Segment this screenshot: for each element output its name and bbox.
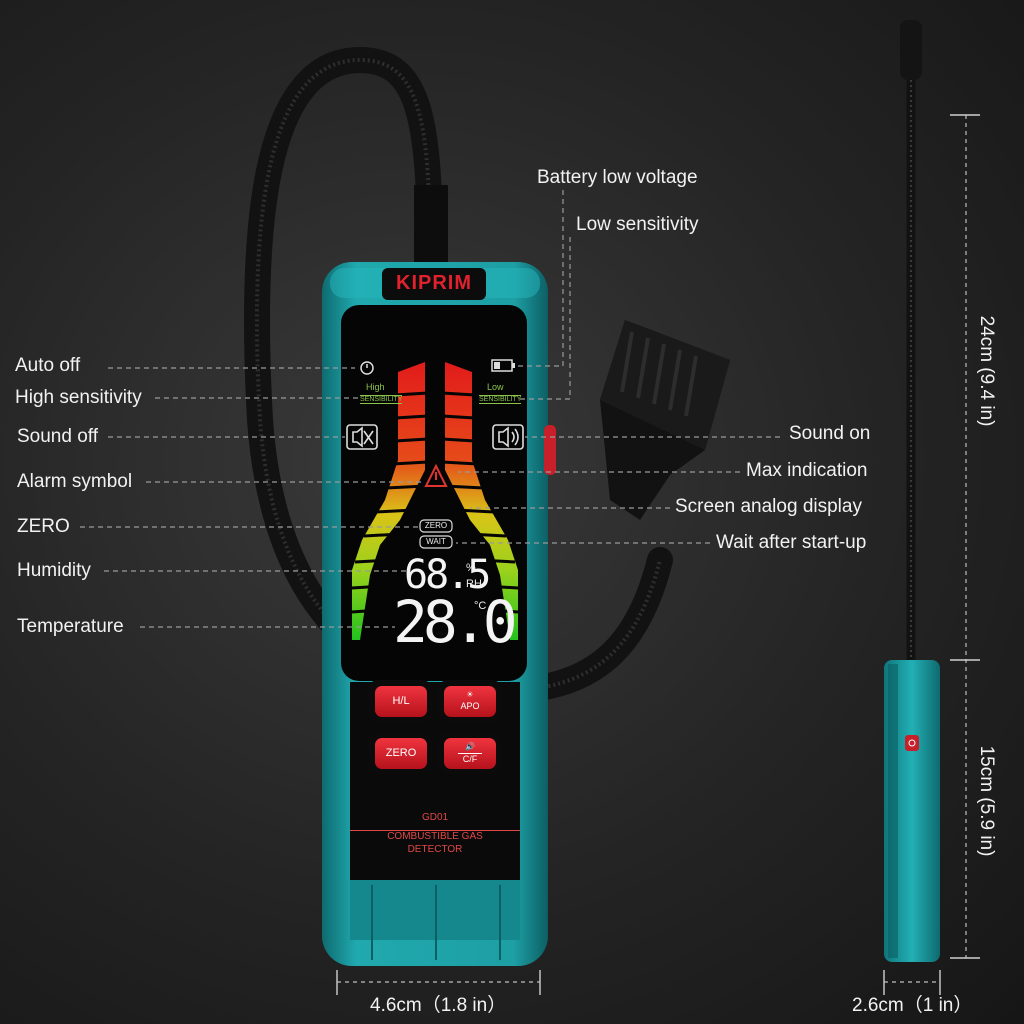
callout-humidity: Humidity [17, 560, 91, 581]
callout-wait-startup: Wait after start-up [716, 532, 867, 553]
speaker-icon: 🔊 [465, 742, 475, 751]
callout-sound-on: Sound on [789, 423, 871, 444]
sound-off-icon [346, 424, 378, 450]
product-name-line2: DETECTOR [407, 844, 463, 855]
wait-tag: WAIT [426, 537, 446, 546]
callout-max-indication: Max indication [746, 460, 868, 481]
humidity-percent: % [466, 562, 476, 574]
callout-sound-off: Sound off [17, 426, 99, 447]
dimension-body-length: 15cm (5.9 in) [976, 745, 997, 857]
callout-analog-display: Screen analog display [675, 496, 862, 517]
callout-alarm-symbol: Alarm symbol [17, 471, 133, 492]
humidity-unit: RH [466, 578, 482, 590]
callout-high-sensitivity: High sensitivity [15, 387, 142, 408]
zero-tag: ZERO [424, 521, 448, 530]
hl-button[interactable]: H/L [392, 695, 410, 707]
dimension-gooseneck-length: 24cm (9.4 in) [976, 315, 997, 427]
low-sensibility-label: SENSIBILITY [479, 395, 522, 404]
apo-button[interactable]: ☀ APO [444, 686, 496, 717]
callout-auto-off: Auto off [15, 355, 81, 376]
humidity-value: 68.5 [404, 552, 491, 598]
brand-logo: KIPRIM [396, 272, 472, 294]
low-label: Low [487, 382, 504, 392]
product-name-line1: COMBUSTIBLE GAS [350, 830, 520, 842]
probe-head [600, 320, 730, 520]
dimension-width-main: 4.6cm（1.8 in） [370, 995, 507, 1016]
callout-temperature: Temperature [17, 616, 124, 637]
battery-icon [491, 359, 515, 372]
sound-on-icon [492, 424, 524, 450]
apo-label: APO [460, 701, 480, 711]
model-label: GD01 [421, 812, 449, 823]
alarm-triangle-icon [424, 463, 448, 487]
callout-zero: ZERO [17, 516, 70, 537]
side-view [884, 20, 940, 962]
zero-button[interactable]: ZERO [385, 747, 417, 759]
auto-off-icon [360, 361, 374, 375]
analog-bars [351, 362, 519, 640]
cf-button[interactable]: 🔊 C/F [444, 738, 496, 769]
cf-label: C/F [458, 753, 482, 764]
dimension-width-side: 2.6cm（1 in） [852, 995, 973, 1016]
temperature-unit: °C [474, 600, 487, 612]
apo-icon: ☀ [466, 690, 474, 699]
high-label: High [366, 382, 385, 392]
high-sensibility-label: SENSIBILITY [360, 395, 403, 404]
callout-low-sensitivity: Low sensitivity [576, 214, 699, 235]
temperature-value: 28.0 [393, 588, 518, 656]
callout-battery-low: Battery low voltage [537, 167, 698, 188]
